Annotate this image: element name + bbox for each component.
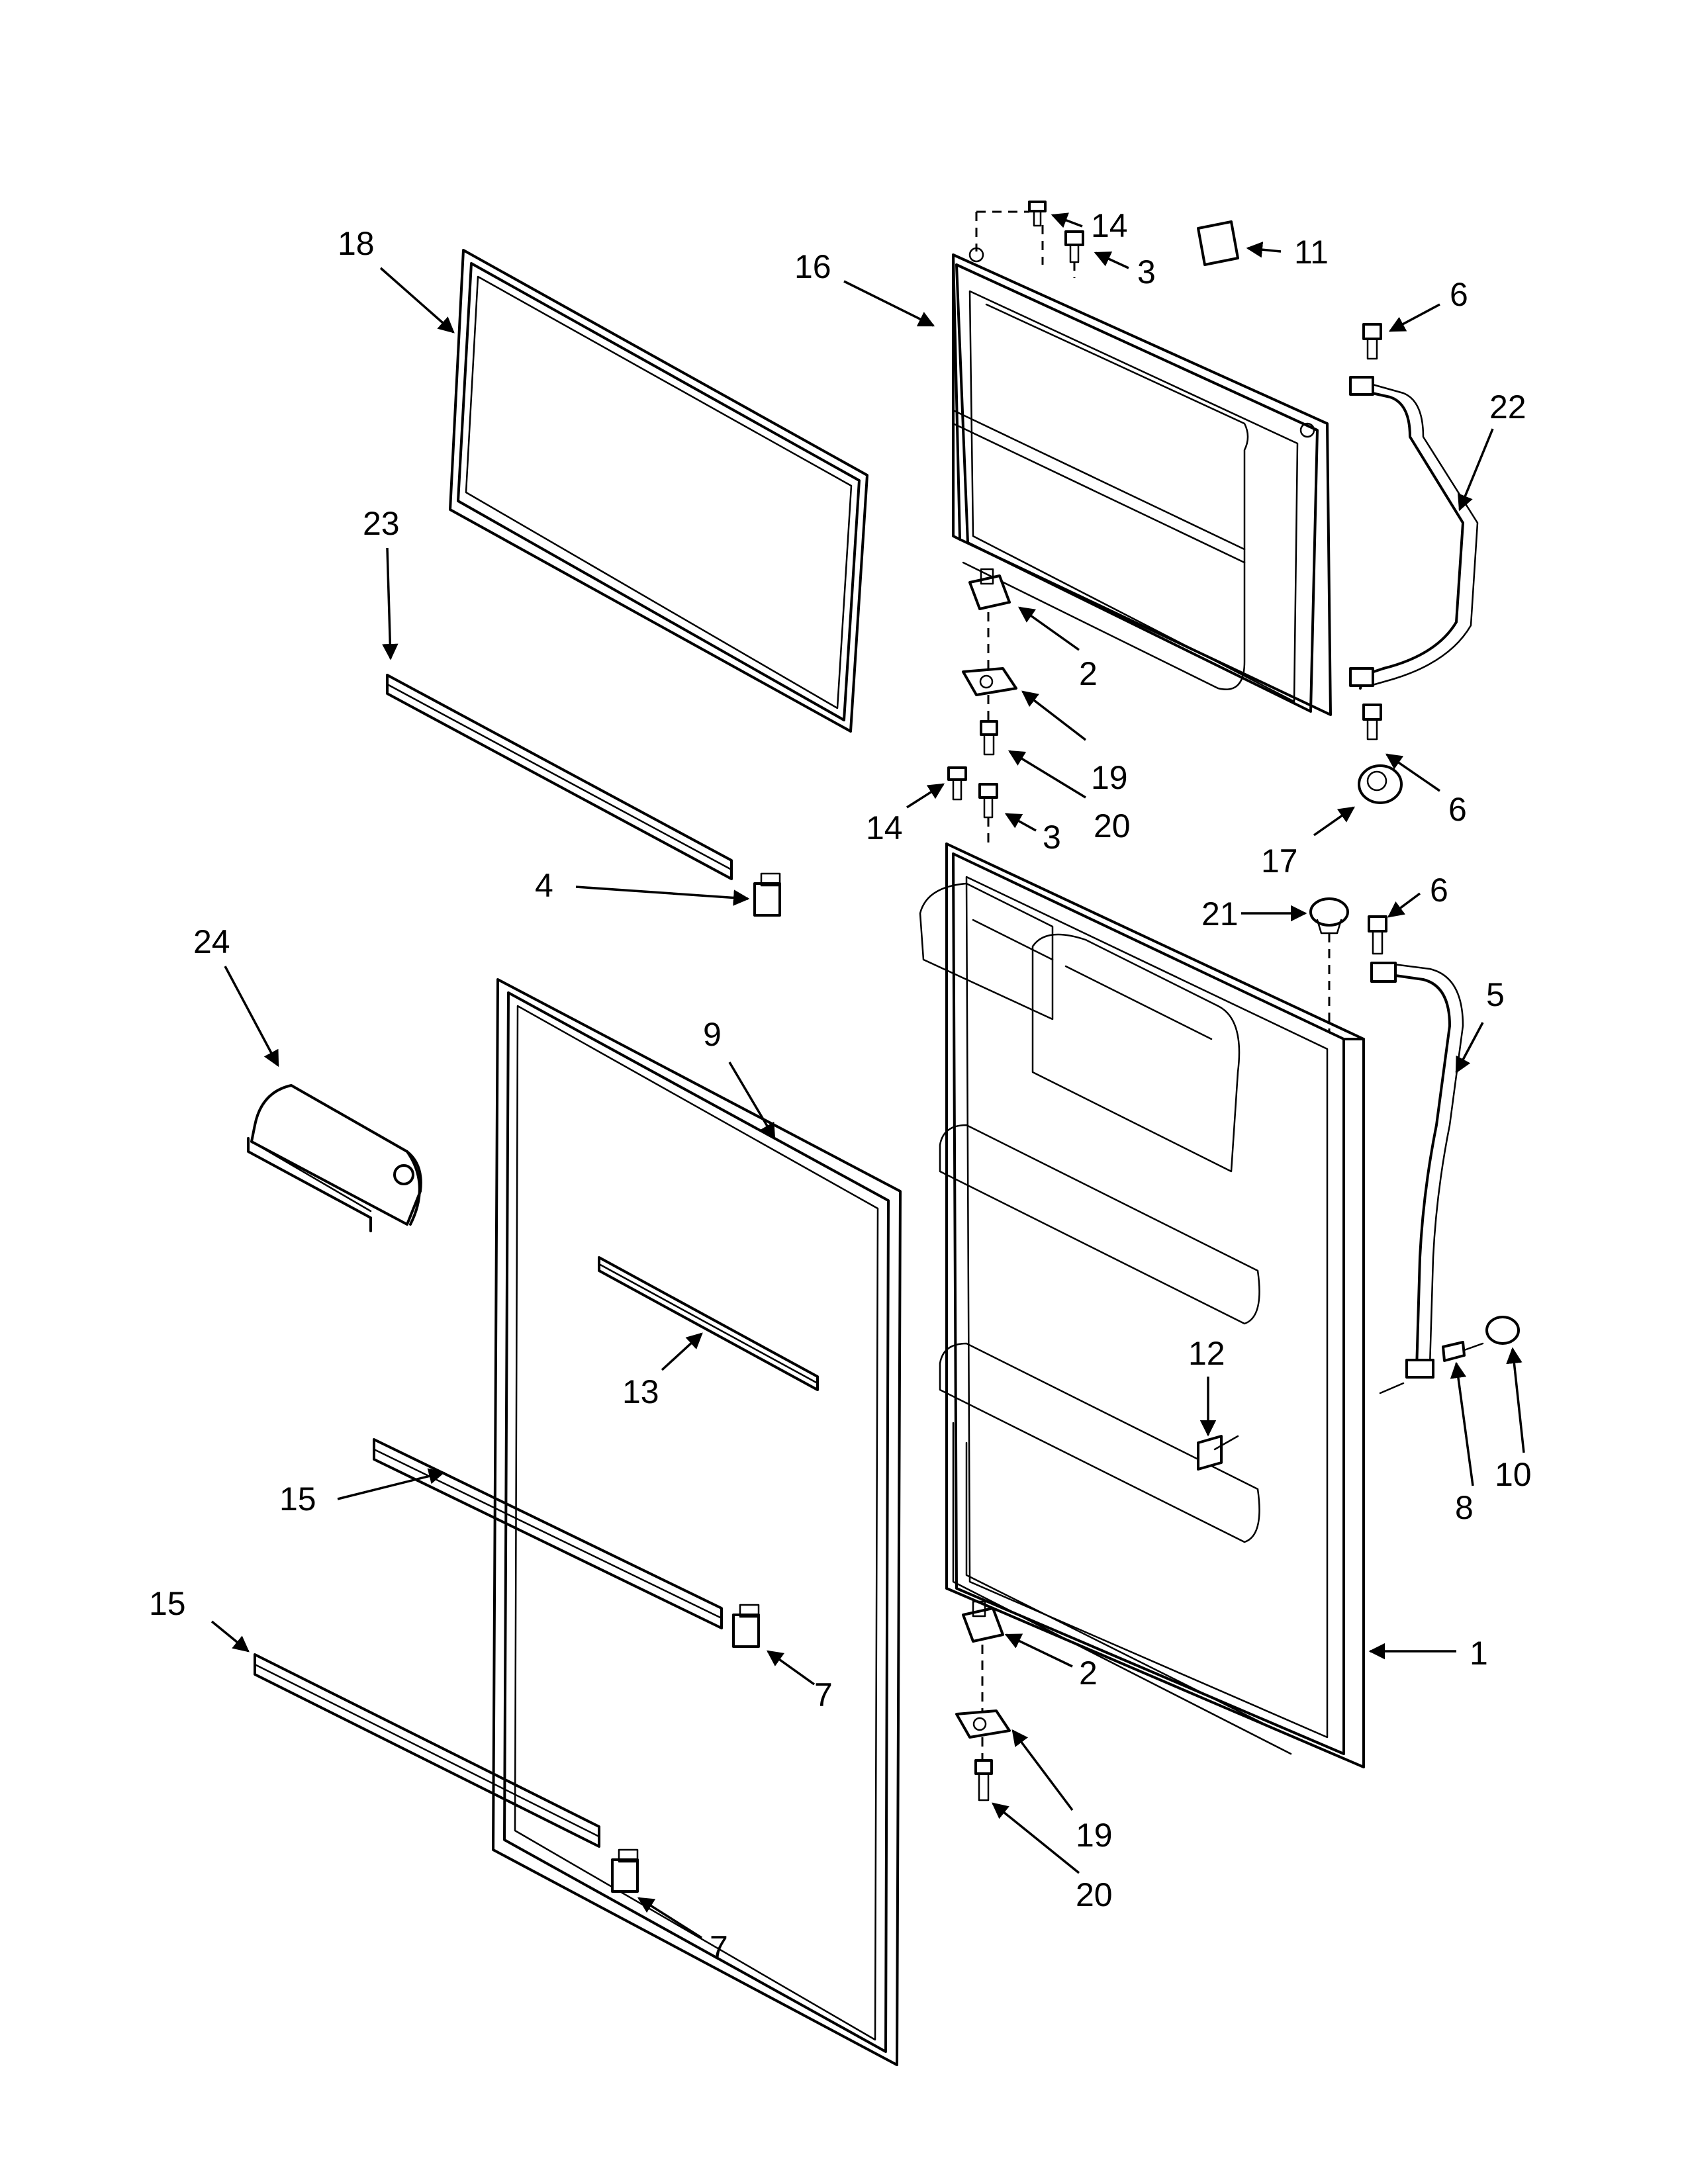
callout-19-bottom: 19 xyxy=(1076,1817,1113,1854)
callout-17: 17 xyxy=(1261,842,1298,880)
callout-20-bottom: 20 xyxy=(1076,1876,1113,1913)
freezer-top-hardware xyxy=(975,201,1084,278)
callout-2-bottom: 2 xyxy=(1079,1655,1098,1692)
handle-cap xyxy=(1358,764,1403,804)
callout-3-top: 3 xyxy=(1137,253,1156,291)
leader-lines xyxy=(211,212,1525,1939)
callout-5: 5 xyxy=(1486,976,1505,1013)
callout-18: 18 xyxy=(338,225,375,262)
callout-15-upper: 15 xyxy=(279,1480,316,1518)
callout-7-upper: 7 xyxy=(814,1676,833,1713)
handle-screw-fresh-food xyxy=(1368,915,1387,955)
fresh-food-gasket xyxy=(492,978,902,2066)
callout-13: 13 xyxy=(622,1373,659,1410)
callout-labels: 18 23 4 24 9 13 15 15 7 7 16 14 3 2 19 2… xyxy=(149,207,1532,1966)
callout-14-middle: 14 xyxy=(866,809,903,846)
callout-23: 23 xyxy=(363,505,400,542)
callout-22: 22 xyxy=(1489,388,1526,426)
callout-8: 8 xyxy=(1455,1489,1474,1526)
callout-9: 9 xyxy=(703,1016,722,1053)
dairy-compartment xyxy=(247,1084,422,1232)
middle-hinge-assembly xyxy=(962,568,1017,756)
door-shelf-bar-lower xyxy=(254,1653,600,1848)
end-cap-7-upper xyxy=(732,1604,760,1648)
door-shelf-bar-upper xyxy=(373,1438,723,1629)
freezer-door xyxy=(952,247,1332,716)
end-cap-4 xyxy=(753,872,781,917)
callout-11: 11 xyxy=(1294,234,1329,271)
hinge-plug-button xyxy=(1309,897,1349,1032)
callout-24: 24 xyxy=(193,923,230,960)
end-cap-7-lower xyxy=(611,1848,639,1893)
callout-2-middle: 2 xyxy=(1079,655,1098,692)
fresh-food-top-hardware xyxy=(947,766,998,844)
lower-handle-fasteners xyxy=(1379,1316,1520,1394)
callout-20-middle: 20 xyxy=(1094,807,1131,844)
callout-16: 16 xyxy=(794,248,831,285)
callout-3-middle: 3 xyxy=(1043,819,1061,856)
bottom-hinge-assembly xyxy=(955,1600,1011,1801)
freezer-handle xyxy=(1349,376,1479,690)
callout-14-top: 14 xyxy=(1091,207,1128,244)
callout-7-lower: 7 xyxy=(710,1929,728,1966)
callout-6-lower: 6 xyxy=(1430,872,1448,909)
fresh-food-door xyxy=(919,842,1365,1768)
handle-screws-freezer xyxy=(1362,323,1382,741)
fresh-food-handle xyxy=(1370,962,1464,1379)
callout-10: 10 xyxy=(1495,1456,1532,1493)
freezer-gasket xyxy=(449,249,868,733)
callout-19-middle: 19 xyxy=(1091,759,1128,796)
callout-6-mid: 6 xyxy=(1448,791,1467,828)
callout-12: 12 xyxy=(1188,1335,1225,1372)
freezer-shelf-bar xyxy=(386,674,733,880)
callout-1: 1 xyxy=(1470,1635,1488,1672)
mullion-bar xyxy=(598,1256,819,1391)
callout-6-top: 6 xyxy=(1450,276,1468,313)
callout-4: 4 xyxy=(535,867,553,904)
callout-21: 21 xyxy=(1201,895,1239,933)
callout-15-lower: 15 xyxy=(149,1585,186,1622)
door-stop-bracket xyxy=(1197,1435,1239,1471)
rating-label xyxy=(1197,220,1239,266)
